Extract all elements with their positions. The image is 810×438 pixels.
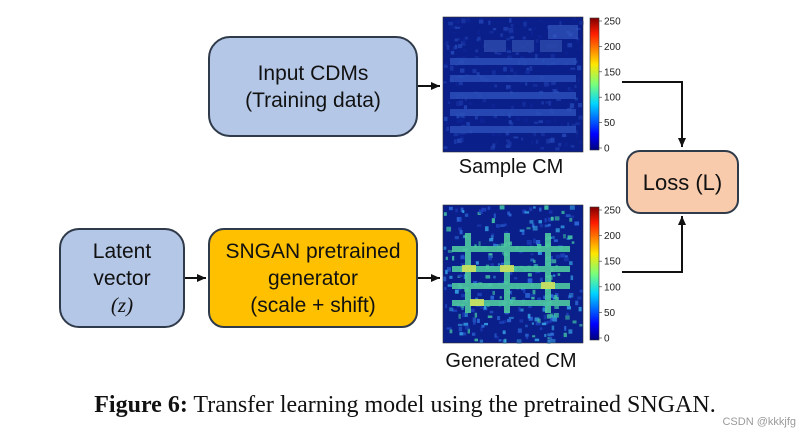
input-cdms-box: Input CDMs (Training data) (208, 36, 418, 137)
caption-text: Transfer learning model using the pretra… (187, 392, 716, 418)
figure-caption: Figure 6: Transfer learning model using … (0, 392, 810, 419)
sample-cm-image (442, 16, 584, 153)
colorbar-tick-label: 150 (604, 67, 621, 78)
loss-box: Loss (L) (626, 150, 739, 214)
latent-line1: Latent (92, 239, 152, 263)
colorbar-tick-label: 100 (604, 93, 621, 104)
colorbar-tick-label: 250 (604, 17, 621, 28)
generated-cm-label: Generated CM (445, 350, 577, 372)
sample-cm-label: Sample CM (458, 156, 564, 178)
sngan-line1: SNGAN pretrained (225, 239, 401, 263)
arrow-sample-to-loss (622, 81, 686, 147)
watermark: CSDN @kkkjfg (722, 416, 796, 428)
colorbar-tick-label: 250 (604, 206, 621, 217)
colorbar-tick-label: 0 (604, 334, 610, 345)
generated-colorbar: 250 200 150 100 50 0 (589, 206, 621, 345)
input-cdms-subtitle: (Training data) (245, 88, 381, 112)
latent-symbol: (z) (110, 292, 134, 317)
caption-prefix: Figure 6: (94, 392, 188, 418)
sngan-line2: generator (268, 266, 358, 290)
colorbar-tick-label: 100 (604, 282, 621, 293)
input-cdms-title: Input CDMs (257, 61, 369, 85)
generated-cm-image (442, 204, 584, 344)
sngan-line3: (scale + shift) (250, 293, 376, 317)
colorbar-tick-label: 50 (604, 118, 616, 129)
colorbar-tick-label: 200 (604, 42, 621, 53)
colorbar-tick-label: 150 (604, 257, 621, 268)
arrow-generated-to-loss (622, 216, 686, 273)
loss-label: Loss (L) (642, 169, 723, 195)
sngan-generator-box: SNGAN pretrained generator (scale + shif… (208, 228, 418, 328)
latent-line2: vector (93, 266, 151, 290)
colorbar-tick-label: 50 (604, 308, 616, 319)
sample-colorbar: 250 200 150 100 50 0 (589, 17, 621, 155)
latent-vector-box: Latent vector (z) (59, 228, 185, 328)
colorbar-tick-label: 0 (604, 144, 610, 155)
colorbar-tick-label: 200 (604, 231, 621, 242)
